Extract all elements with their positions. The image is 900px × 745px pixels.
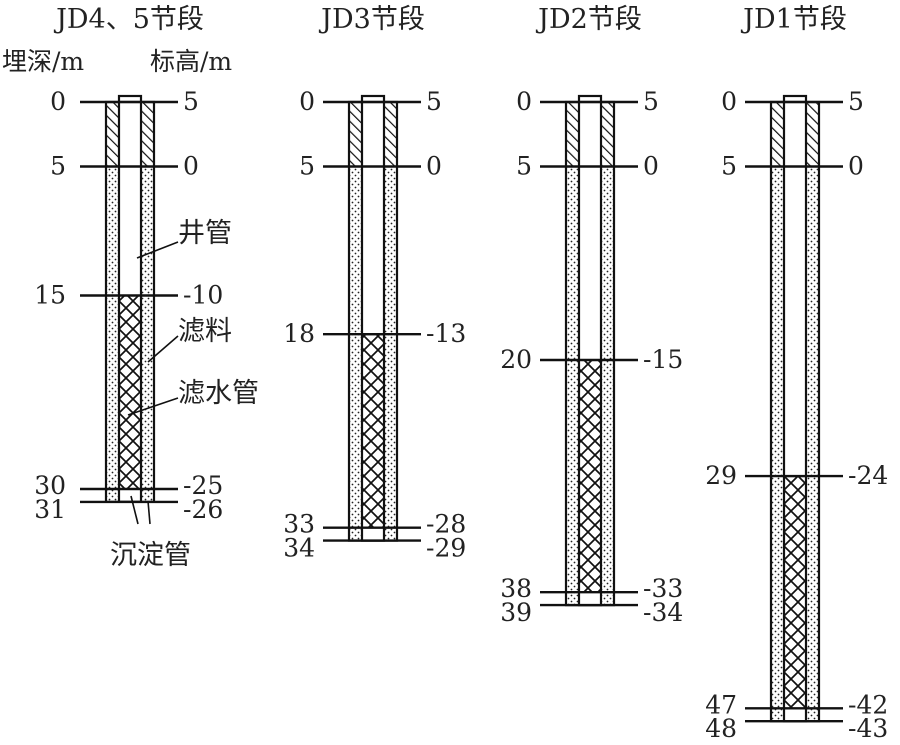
well-pipe-leader xyxy=(136,241,179,259)
well-4-filter-pipe xyxy=(784,476,806,709)
well-3-elevation-label-3: -15 xyxy=(643,345,683,374)
well-2-elevation-label-3: -13 xyxy=(426,319,466,348)
well-4-depth-label-2: 5 xyxy=(721,152,737,181)
well-3-depth-label-4: 38 xyxy=(500,574,532,603)
section-title-3: JD2节段 xyxy=(535,4,642,35)
depth-header: 埋深/m xyxy=(2,47,84,76)
section-title-4: JD1节段 xyxy=(740,4,847,35)
well-4-elevation-label-5: -43 xyxy=(848,714,888,743)
well-3-elevation-label-4: -33 xyxy=(643,574,683,603)
well-1-elevation-label-4: -25 xyxy=(183,471,223,500)
well-1-depth-label-1: 0 xyxy=(50,87,66,116)
well-2-elevation-label-4: -28 xyxy=(426,510,466,539)
well-4-sediment-pipe xyxy=(784,708,806,722)
well-2-elevation-label-1: 5 xyxy=(426,87,442,116)
sediment-pipe-leader-right xyxy=(147,500,151,525)
well-2-depth-label-1: 0 xyxy=(299,87,315,116)
well-1-blank-pipe xyxy=(119,96,141,296)
well-3-depth-label-3: 20 xyxy=(500,345,532,374)
section-title-2: JD3节段 xyxy=(318,4,425,35)
well-4-depth-label-4: 47 xyxy=(705,690,737,719)
label-sediment-pipe: 沉淀管 xyxy=(110,540,191,571)
label-filter-pipe: 滤水管 xyxy=(178,378,259,409)
filter-pipe-leader xyxy=(127,397,179,416)
label-filter-material: 滤料 xyxy=(178,316,232,347)
well-4-depth-label-5: 48 xyxy=(705,714,737,743)
well-1-elevation-label-1: 5 xyxy=(183,87,199,116)
well-3-filter-pipe xyxy=(579,360,601,593)
well-2-sediment-pipe xyxy=(362,527,384,541)
well-1-elevation-label-5: -26 xyxy=(183,495,223,524)
well-2-elevation-label-5: -29 xyxy=(426,534,466,563)
well-1-depth-label-3: 15 xyxy=(34,281,66,310)
section-title-1: JD4、5节段 xyxy=(53,4,204,35)
well-4-depth-label-1: 0 xyxy=(721,87,737,116)
well-3-depth-label-2: 5 xyxy=(516,152,532,181)
well-3-blank-pipe xyxy=(579,96,601,360)
well-1-depth-label-2: 5 xyxy=(50,152,66,181)
well-3-sediment-pipe xyxy=(579,592,601,606)
well-2-depth-label-4: 33 xyxy=(283,510,315,539)
sediment-pipe-leader-left xyxy=(130,495,139,525)
label-well-pipe: 井管 xyxy=(178,218,232,249)
well-3-depth-label-5: 39 xyxy=(500,598,532,627)
well-3-elevation-label-5: -34 xyxy=(643,598,683,627)
well-4-depth-label-3: 29 xyxy=(705,461,737,490)
well-2-blank-pipe xyxy=(362,96,384,335)
well-2-depth-label-5: 34 xyxy=(283,534,315,563)
annotations xyxy=(127,241,179,525)
well-4-blank-pipe xyxy=(784,96,806,477)
well-3-elevation-label-2: 0 xyxy=(643,152,659,181)
well-1-filter-pipe xyxy=(119,295,141,489)
well-3-elevation-label-1: 5 xyxy=(643,87,659,116)
well-1-depth-label-4: 30 xyxy=(34,471,66,500)
well-1-sediment-pipe xyxy=(119,489,141,502)
well-4-elevation-label-3: -24 xyxy=(848,461,888,490)
well-1-depth-label-5: 31 xyxy=(34,495,66,524)
well-2-filter-pipe xyxy=(362,334,384,528)
elevation-header: 标高/m xyxy=(150,47,232,76)
well-1-elevation-label-3: -10 xyxy=(183,281,223,310)
well-3-depth-label-1: 0 xyxy=(516,87,532,116)
well-4-elevation-label-1: 5 xyxy=(848,87,864,116)
well-1-elevation-label-2: 0 xyxy=(183,152,199,181)
well-4-elevation-label-2: 0 xyxy=(848,152,864,181)
well-4-elevation-label-4: -42 xyxy=(848,690,888,719)
well-2-elevation-label-2: 0 xyxy=(426,152,442,181)
filter-material-leader xyxy=(147,335,179,363)
well-2-depth-label-3: 18 xyxy=(283,319,315,348)
well-2-depth-label-2: 5 xyxy=(299,152,315,181)
